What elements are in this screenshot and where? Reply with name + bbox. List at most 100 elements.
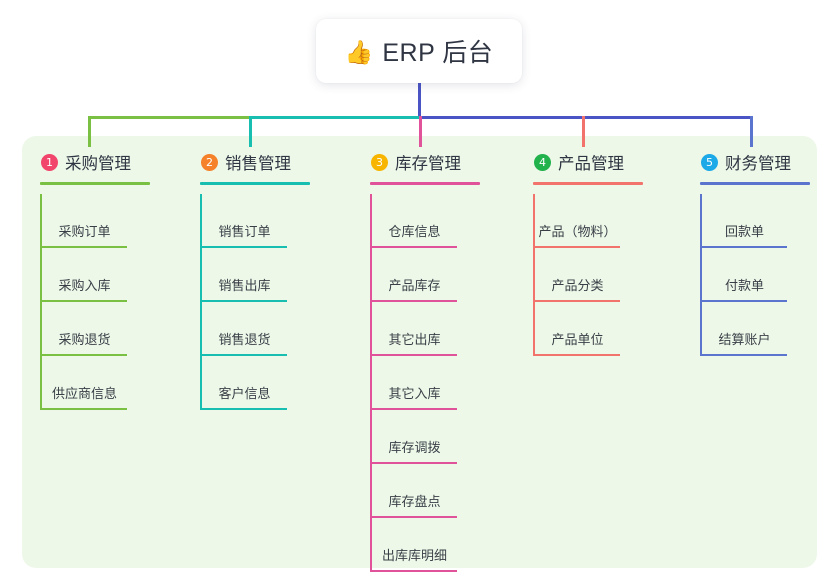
list-item-label: 销售订单 — [218, 224, 271, 239]
column-header-underline — [200, 182, 310, 185]
list-item[interactable]: 回款单 — [700, 194, 839, 248]
column-number-badge: 3 — [371, 153, 388, 171]
list-item-label: 其它入库 — [388, 386, 441, 401]
column-spine — [533, 194, 535, 356]
list-item[interactable]: 客户信息 — [200, 356, 360, 410]
list-item[interactable]: 产品单位 — [533, 302, 693, 356]
column-header-underline — [533, 182, 643, 185]
list-item[interactable]: 采购退货 — [40, 302, 200, 356]
column-title: 销售管理 — [225, 155, 291, 173]
list-item[interactable]: 采购入库 — [40, 248, 200, 302]
list-item[interactable]: 产品分类 — [533, 248, 693, 302]
column-number-badge: 5 — [701, 153, 718, 171]
list-item-label: 出库库明细 — [381, 548, 447, 563]
column-header-underline — [40, 182, 150, 185]
column-header-underline — [370, 182, 480, 185]
list-item-underline — [370, 246, 457, 248]
list-item[interactable]: 付款单 — [700, 248, 839, 302]
column-items: 仓库信息产品库存其它出库其它入库库存调拨库存盘点出库库明细 — [370, 194, 530, 572]
list-item[interactable]: 其它出库 — [370, 302, 530, 356]
column-库存管理: 3 库存管理仓库信息产品库存其它出库其它入库库存调拨库存盘点出库库明细 — [370, 147, 530, 572]
list-item-underline — [370, 462, 457, 464]
column-stem-产品管理 — [582, 116, 585, 147]
list-item-label: 产品库存 — [388, 278, 441, 293]
list-item[interactable]: 库存调拨 — [370, 410, 530, 464]
list-item-underline — [40, 246, 127, 248]
list-item[interactable]: 产品（物料） — [533, 194, 693, 248]
column-spine — [40, 194, 42, 410]
list-item[interactable]: 供应商信息 — [40, 356, 200, 410]
column-title: 财务管理 — [725, 155, 791, 173]
column-stem-财务管理 — [750, 116, 753, 147]
column-spine — [370, 194, 372, 572]
column-spine — [200, 194, 202, 410]
root-node-card[interactable]: 👍 ERP 后台 — [316, 19, 522, 83]
list-item-label: 产品分类 — [551, 278, 604, 293]
list-item[interactable]: 采购订单 — [40, 194, 200, 248]
list-item[interactable]: 其它入库 — [370, 356, 530, 410]
list-item-label: 采购订单 — [58, 224, 111, 239]
bus-segment-3 — [419, 116, 753, 119]
list-item[interactable]: 销售退货 — [200, 302, 360, 356]
column-spine — [700, 194, 702, 356]
column-header-采购管理[interactable]: 1 采购管理 — [40, 147, 200, 177]
column-产品管理: 4 产品管理产品（物料） 产品分类产品单位 — [533, 147, 693, 356]
list-item-underline — [700, 246, 787, 248]
column-title: 采购管理 — [65, 155, 131, 173]
column-财务管理: 5 财务管理回款单付款单结算账户 — [700, 147, 839, 356]
list-item-label: 销售出库 — [218, 278, 271, 293]
root-node-title: ERP 后台 — [382, 39, 494, 67]
bus-segment-1 — [88, 116, 252, 119]
list-item-label: 产品（物料） — [538, 224, 617, 239]
list-item-underline — [700, 354, 787, 356]
list-item-label: 采购入库 — [58, 278, 111, 293]
column-title: 产品管理 — [558, 155, 624, 173]
list-item-label: 产品单位 — [551, 332, 604, 347]
list-item-underline — [370, 516, 457, 518]
list-item-label: 销售退货 — [218, 332, 271, 347]
list-item-label: 库存盘点 — [388, 494, 441, 509]
list-item[interactable]: 产品库存 — [370, 248, 530, 302]
root-node-content: 👍 ERP 后台 — [345, 33, 494, 69]
column-stem-销售管理 — [249, 116, 252, 147]
list-item-underline — [370, 354, 457, 356]
list-item[interactable]: 库存盘点 — [370, 464, 530, 518]
column-number-badge: 4 — [534, 153, 551, 171]
list-item-label: 客户信息 — [218, 386, 271, 401]
column-number-badge: 1 — [41, 153, 58, 171]
list-item-label: 供应商信息 — [51, 386, 117, 401]
diagram-panel — [22, 136, 817, 568]
list-item[interactable]: 出库库明细 — [370, 518, 530, 572]
list-item[interactable]: 销售订单 — [200, 194, 360, 248]
column-header-库存管理[interactable]: 3 库存管理 — [370, 147, 530, 177]
list-item-label: 库存调拨 — [388, 440, 441, 455]
bus-segment-2 — [249, 116, 422, 119]
column-header-产品管理[interactable]: 4 产品管理 — [533, 147, 693, 177]
list-item[interactable]: 仓库信息 — [370, 194, 530, 248]
list-item[interactable]: 结算账户 — [700, 302, 839, 356]
list-item-underline — [200, 300, 287, 302]
list-item-underline — [370, 408, 457, 410]
list-item-underline — [200, 354, 287, 356]
list-item-underline — [533, 246, 620, 248]
column-采购管理: 1 采购管理采购订单采购入库采购退货供应商信息 — [40, 147, 200, 410]
list-item-underline — [40, 300, 127, 302]
column-title: 库存管理 — [395, 155, 461, 173]
list-item-label: 仓库信息 — [388, 224, 441, 239]
column-items: 产品（物料） 产品分类产品单位 — [533, 194, 693, 356]
thumbs-up-icon: 👍 — [344, 38, 374, 65]
list-item-underline — [533, 300, 620, 302]
column-items: 销售订单销售出库销售退货客户信息 — [200, 194, 360, 410]
column-stem-库存管理 — [419, 116, 422, 147]
list-item-underline — [370, 570, 457, 572]
list-item-underline — [40, 354, 127, 356]
root-stem-connector — [418, 83, 421, 119]
list-item-underline — [533, 354, 620, 356]
column-header-财务管理[interactable]: 5 财务管理 — [700, 147, 839, 177]
list-item-label: 回款单 — [724, 224, 764, 239]
list-item[interactable]: 销售出库 — [200, 248, 360, 302]
list-item-label: 其它出库 — [388, 332, 441, 347]
list-item-underline — [370, 300, 457, 302]
